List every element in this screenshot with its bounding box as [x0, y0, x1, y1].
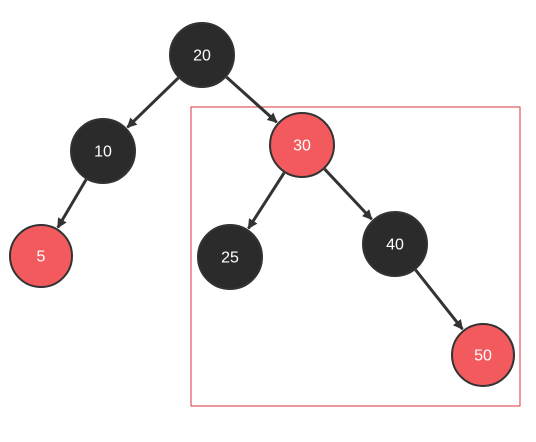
node-label: 20 — [193, 48, 211, 65]
tree-node-30: 30 — [269, 112, 335, 178]
subtree-highlight-box — [190, 106, 521, 407]
edge-20-to-10 — [126, 76, 180, 129]
tree-node-25: 25 — [197, 224, 263, 290]
edge-30-to-40 — [323, 168, 373, 221]
edge-30-to-25 — [247, 171, 286, 230]
edge-20-to-30 — [225, 75, 278, 124]
node-circle — [197, 224, 263, 290]
node-label: 5 — [37, 249, 46, 266]
tree-node-50: 50 — [451, 323, 515, 387]
edge-40-to-50 — [414, 268, 464, 331]
tree-node-20: 20 — [169, 22, 235, 88]
node-label: 10 — [94, 144, 112, 161]
tree-node-10: 10 — [70, 118, 136, 184]
node-label: 40 — [386, 237, 404, 254]
tree-node-40: 40 — [362, 211, 428, 277]
node-circle — [9, 224, 73, 288]
node-circle — [362, 211, 428, 277]
node-circle — [70, 118, 136, 184]
node-circle — [269, 112, 335, 178]
node-circle — [169, 22, 235, 88]
node-circle — [451, 323, 515, 387]
edges — [56, 75, 464, 331]
nodes: 20 10 30 5 25 40 50 — [9, 22, 515, 387]
node-label: 50 — [474, 348, 492, 365]
node-label: 25 — [221, 250, 239, 267]
node-label: 30 — [293, 138, 311, 155]
tree-node-5: 5 — [9, 224, 73, 288]
edge-10-to-5 — [56, 178, 88, 229]
